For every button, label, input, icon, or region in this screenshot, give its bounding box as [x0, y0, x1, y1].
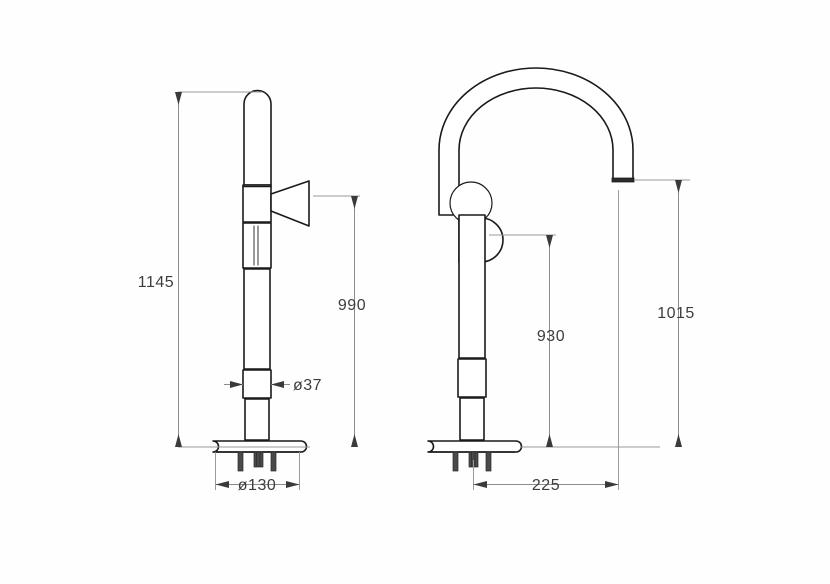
dimension-column-diameter: ø37 [224, 377, 322, 394]
dimension-overall-height: 1145 [138, 91, 310, 448]
spout-outlet-label: 1015 [657, 305, 695, 322]
spout-projection-label: 225 [532, 477, 560, 494]
base-diameter-label: ø130 [238, 477, 276, 494]
handle-height-label: 990 [338, 297, 366, 314]
front-mounting-stud-centre [253, 451, 264, 468]
front-column-foot [244, 398, 270, 441]
side-view [427, 67, 635, 472]
overall-height-arrow-top [175, 92, 182, 105]
side-mounting-stud-left [452, 451, 459, 472]
handle-centre-label: 930 [537, 328, 565, 345]
handle-height-arrow-bottom [351, 434, 358, 447]
overall-height-label: 1145 [138, 274, 174, 291]
base-diameter-arrow-left [215, 481, 229, 488]
front-column-collar [242, 369, 272, 399]
side-column-collar [457, 358, 487, 398]
dimension-base-diameter: ø130 [215, 452, 300, 494]
dimension-handle-height: 990 [313, 195, 366, 447]
spout-projection-arrow-right [605, 481, 619, 488]
front-handle-housing [242, 184, 272, 223]
side-column-foot [459, 397, 485, 441]
handle-centre-arrow-top [546, 235, 553, 248]
dimension-spout-outlet-height: 1015 [634, 179, 695, 447]
handle-height-arrow-top [351, 196, 358, 209]
side-base-plate [427, 440, 523, 453]
dimension-handle-centre-height: 930 [489, 234, 660, 448]
overall-height-arrow-bottom [175, 434, 182, 447]
column-diameter-label: ø37 [293, 377, 322, 394]
front-mounting-stud-left [237, 451, 244, 472]
side-mounting-stud-right [485, 451, 492, 472]
column-diameter-arrow-left [230, 381, 243, 388]
front-column-shaft [243, 268, 271, 370]
spout-projection-arrow-left [473, 481, 487, 488]
dimension-spout-projection: 225 [473, 190, 619, 494]
column-diameter-arrow-right [271, 381, 284, 388]
front-handle-cone [270, 180, 310, 227]
front-mid-sleeve [242, 222, 272, 269]
front-column-dome-top [243, 89, 272, 186]
side-spout-outlet [611, 177, 635, 183]
spout-outlet-arrow-top [675, 180, 682, 193]
handle-centre-arrow-bottom [546, 434, 553, 447]
side-column-upper [458, 214, 486, 359]
base-diameter-arrow-right [286, 481, 300, 488]
front-mounting-stud-right [270, 451, 277, 472]
spout-outlet-arrow-bottom [675, 434, 682, 447]
